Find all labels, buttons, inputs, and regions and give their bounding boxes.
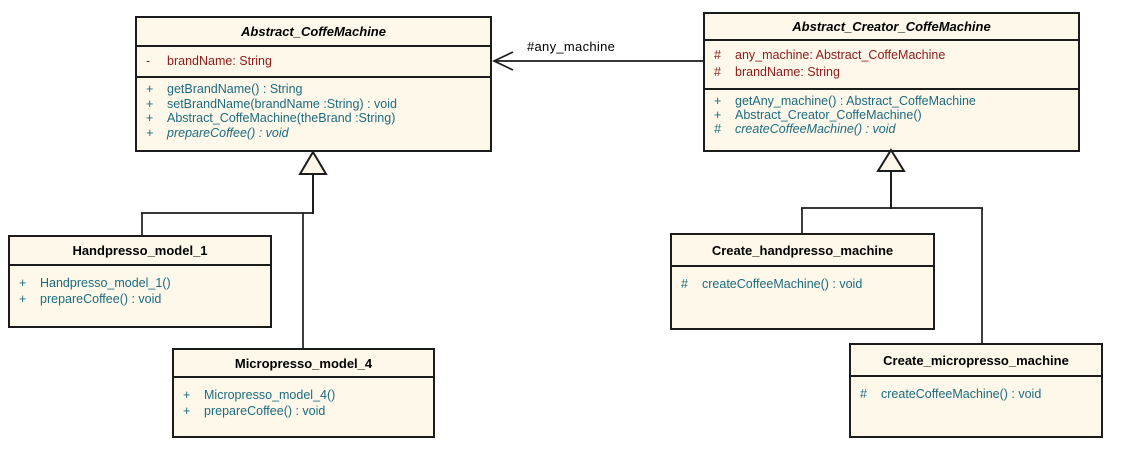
visibility-symbol: + bbox=[146, 96, 154, 111]
visibility-symbol: + bbox=[183, 404, 191, 418]
generalization-triangle-icon bbox=[876, 148, 906, 172]
attribute-row: # any_machine: Abstract_CoffeMachine bbox=[705, 47, 1078, 64]
abstract-method-row: # createCoffeeMachine() : void bbox=[705, 122, 1078, 136]
class-abstract-creator-coffemachine[interactable]: Abstract_Creator_CoffeMachine # any_mach… bbox=[703, 12, 1080, 152]
method-row: + Abstract_CoffeMachine(theBrand :String… bbox=[137, 111, 490, 126]
visibility-symbol: + bbox=[183, 388, 191, 402]
method-text: prepareCoffee() : void bbox=[40, 292, 162, 306]
attribute-row: # brandName: String bbox=[705, 64, 1078, 81]
method-text: Handpresso_model_1() bbox=[40, 276, 171, 290]
method-row: + Abstract_Creator_CoffeMachine() bbox=[705, 108, 1078, 122]
method-row: # createCoffeeMachine() : void bbox=[851, 386, 1101, 402]
method-text: prepareCoffee() : void bbox=[204, 404, 326, 418]
method-row: + setBrandName(brandName :String) : void bbox=[137, 97, 490, 112]
attribute-text: brandName: String bbox=[735, 64, 840, 79]
method-text: createCoffeeMachine() : void bbox=[881, 387, 1042, 401]
class-micropresso-model-4[interactable]: Micropresso_model_4 + Micropresso_model_… bbox=[172, 348, 435, 438]
method-text: getAny_machine() : Abstract_CoffeMachine bbox=[735, 94, 976, 108]
visibility-symbol: # bbox=[714, 64, 721, 79]
class-create-micropresso-machine[interactable]: Create_micropresso_machine # createCoffe… bbox=[849, 343, 1103, 438]
visibility-symbol: + bbox=[146, 111, 154, 125]
visibility-symbol: # bbox=[714, 48, 721, 62]
abstract-method-row: + prepareCoffee() : void bbox=[137, 126, 490, 141]
method-text: getBrandName() : String bbox=[167, 82, 303, 96]
visibility-symbol: - bbox=[146, 54, 151, 68]
method-row: + getBrandName() : String bbox=[137, 82, 490, 97]
method-text: createCoffeeMachine() : void bbox=[702, 277, 863, 291]
visibility-symbol: # bbox=[860, 387, 867, 401]
class-name: Abstract_Creator_CoffeMachine bbox=[792, 19, 991, 34]
visibility-symbol: + bbox=[146, 82, 154, 96]
methods-compartment: + getBrandName() : String + setBrandName… bbox=[137, 76, 490, 150]
method-text: setBrandName(brandName :String) : void bbox=[167, 96, 397, 111]
methods-compartment: + getAny_machine() : Abstract_CoffeMachi… bbox=[705, 88, 1078, 150]
method-row: # createCoffeeMachine() : void bbox=[672, 276, 933, 292]
method-row: + Micropresso_model_4() bbox=[174, 387, 433, 403]
class-name: Micropresso_model_4 bbox=[234, 355, 373, 371]
method-text: Abstract_Creator_CoffeMachine() bbox=[735, 108, 922, 122]
attributes-compartment: # any_machine: Abstract_CoffeMachine # b… bbox=[705, 39, 1078, 88]
method-row: + prepareCoffee() : void bbox=[174, 403, 433, 419]
class-abstract-coffemachine[interactable]: Abstract_CoffeMachine - brandName: Strin… bbox=[135, 16, 492, 152]
class-create-handpresso-machine[interactable]: Create_handpresso_machine # createCoffee… bbox=[670, 233, 935, 330]
methods-compartment: + Handpresso_model_1() + prepareCoffee()… bbox=[10, 264, 270, 326]
class-name: Handpresso_model_1 bbox=[72, 243, 208, 258]
visibility-symbol: # bbox=[714, 122, 721, 136]
association-role-label: #any_machine bbox=[527, 39, 616, 54]
visibility-symbol: + bbox=[146, 125, 154, 140]
visibility-symbol: + bbox=[19, 276, 27, 290]
attribute-row: - brandName: String bbox=[137, 54, 490, 68]
methods-compartment: # createCoffeeMachine() : void bbox=[851, 375, 1101, 436]
attribute-text: brandName: String bbox=[167, 54, 272, 68]
association-open-arrowhead-icon bbox=[492, 51, 514, 71]
method-text: createCoffeeMachine() : void bbox=[735, 122, 896, 136]
method-text: prepareCoffee() : void bbox=[167, 125, 289, 140]
methods-compartment: + Micropresso_model_4() + prepareCoffee(… bbox=[174, 376, 433, 436]
method-text: Abstract_CoffeMachine(theBrand :String) bbox=[167, 111, 396, 125]
visibility-symbol: + bbox=[714, 94, 722, 108]
class-name: Create_micropresso_machine bbox=[883, 352, 1069, 368]
method-text: Micropresso_model_4() bbox=[204, 388, 336, 402]
method-row: + Handpresso_model_1() bbox=[10, 275, 270, 291]
class-name: Abstract_CoffeMachine bbox=[241, 24, 386, 39]
class-handpresso-model-1[interactable]: Handpresso_model_1 + Handpresso_model_1(… bbox=[8, 235, 272, 328]
method-row: + getAny_machine() : Abstract_CoffeMachi… bbox=[705, 94, 1078, 108]
class-name: Create_handpresso_machine bbox=[711, 242, 894, 258]
method-row: + prepareCoffee() : void bbox=[10, 291, 270, 307]
attribute-text: any_machine: Abstract_CoffeMachine bbox=[735, 48, 946, 62]
attributes-compartment: - brandName: String bbox=[137, 45, 490, 76]
methods-compartment: # createCoffeeMachine() : void bbox=[672, 265, 933, 328]
visibility-symbol: + bbox=[19, 292, 27, 306]
visibility-symbol: # bbox=[681, 277, 688, 291]
generalization-triangle-icon bbox=[298, 150, 328, 175]
visibility-symbol: + bbox=[714, 108, 722, 122]
